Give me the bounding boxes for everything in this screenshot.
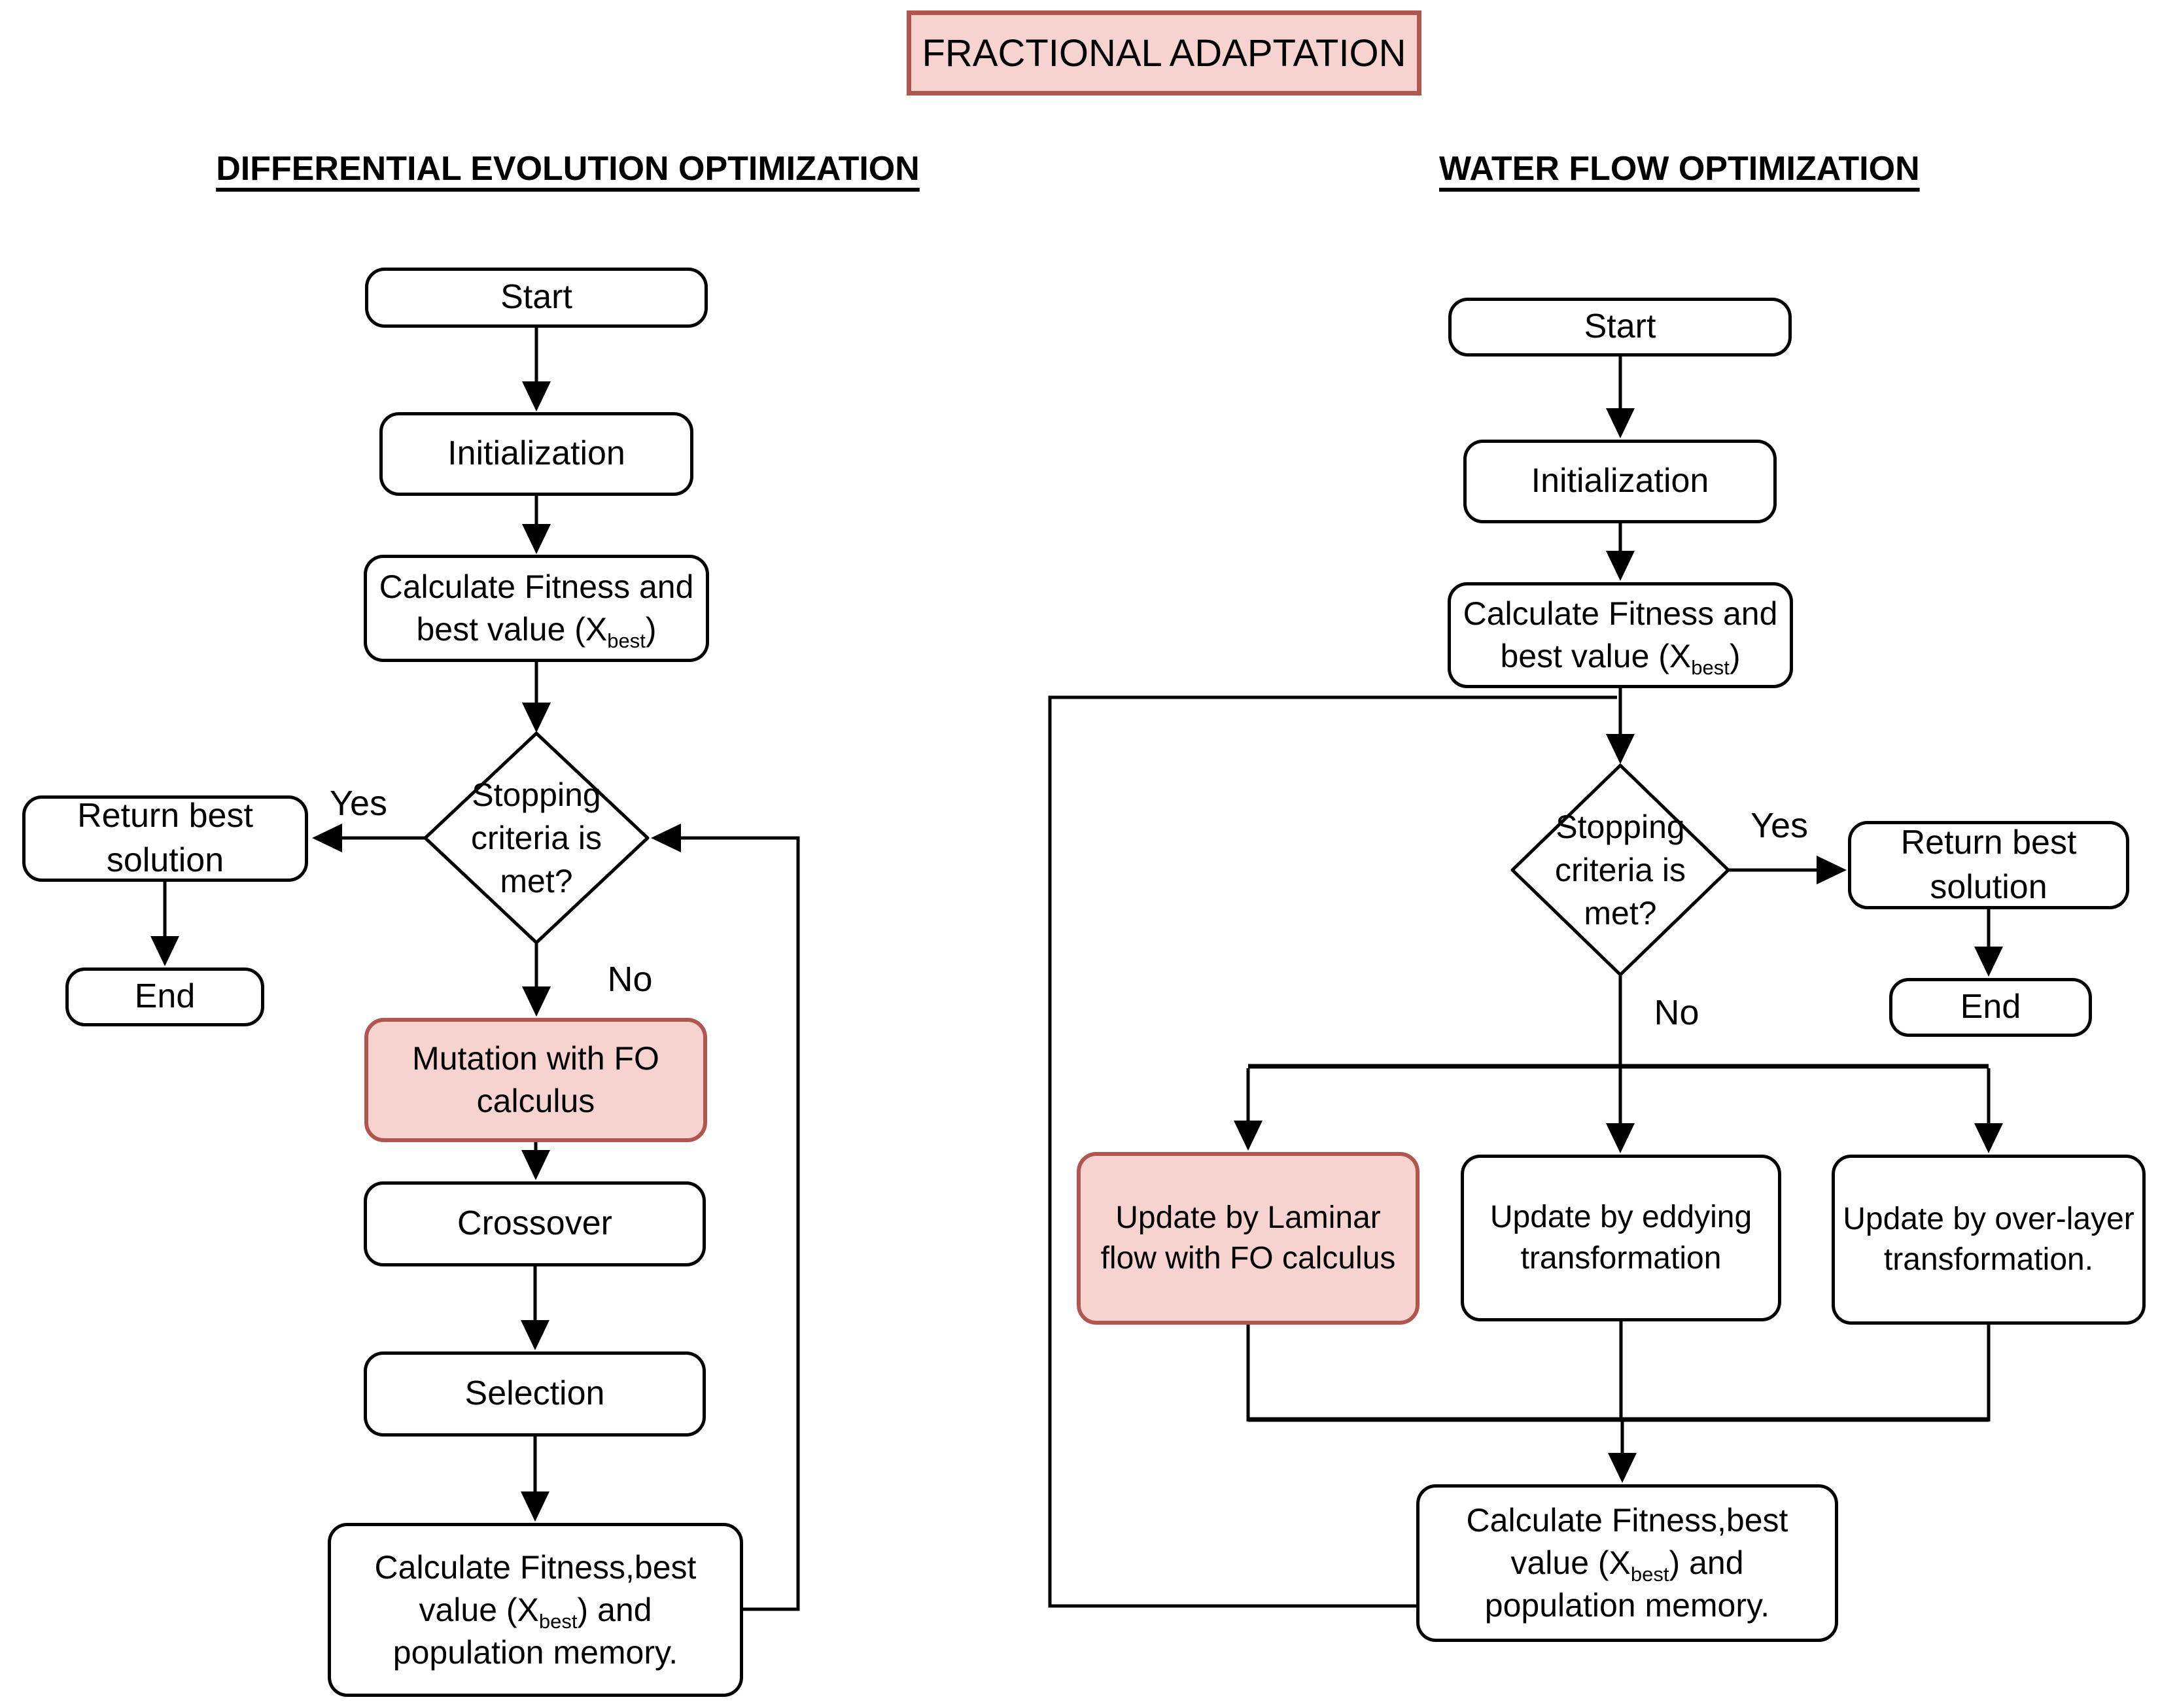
left-no-label: No — [607, 960, 653, 999]
right-node-calc-fitness-memory: Calculate Fitness,best value (Xbest) and… — [1416, 1484, 1838, 1642]
left-node-end: End — [65, 967, 264, 1026]
right-node-update-eddying: Update by eddying transformation — [1461, 1155, 1781, 1321]
right-no-label: No — [1654, 993, 1699, 1032]
left-node-start: Start — [365, 268, 708, 328]
left-node-calc-fitness: Calculate Fitness and best value (Xbest) — [364, 555, 709, 662]
right-node-start: Start — [1448, 298, 1792, 357]
right-node-decision: Stopping criteria is met? — [1554, 809, 1686, 932]
figure-title: FRACTIONAL ADAPTATION — [907, 10, 1421, 96]
left-node-initialization: Initialization — [379, 412, 693, 496]
edge-right-feedback-loop — [1048, 695, 1617, 1608]
left-node-crossover: Crossover — [364, 1181, 706, 1266]
right-node-initialization: Initialization — [1463, 440, 1777, 523]
left-node-decision: Stopping criteria is met? — [470, 776, 602, 899]
left-node-mutation-fo: Mutation with FO calculus — [364, 1018, 707, 1142]
figure-title-text: FRACTIONAL ADAPTATION — [922, 31, 1406, 75]
right-node-return-best: Return best solution — [1848, 821, 2129, 909]
left-yes-label: Yes — [329, 784, 388, 823]
right-node-update-overlayer: Update by over-layer transformation. — [1832, 1155, 2146, 1325]
right-yes-label: Yes — [1750, 806, 1809, 845]
edge-left-feedback-loop — [651, 824, 800, 1611]
left-node-selection: Selection — [364, 1351, 706, 1437]
left-chart-heading: DIFFERENTIAL EVOLUTION OPTIMIZATION — [216, 150, 920, 188]
right-node-calc-fitness: Calculate Fitness and best value (Xbest) — [1448, 582, 1793, 688]
right-chart-heading: WATER FLOW OPTIMIZATION — [1439, 150, 1920, 188]
left-node-return-best: Return best solution — [22, 795, 308, 882]
right-node-end: End — [1889, 978, 2092, 1037]
left-node-calc-fitness-memory: Calculate Fitness,best value (Xbest) and… — [328, 1523, 743, 1697]
right-node-update-laminar-fo: Update by Laminar flow with FO calculus — [1077, 1152, 1419, 1325]
